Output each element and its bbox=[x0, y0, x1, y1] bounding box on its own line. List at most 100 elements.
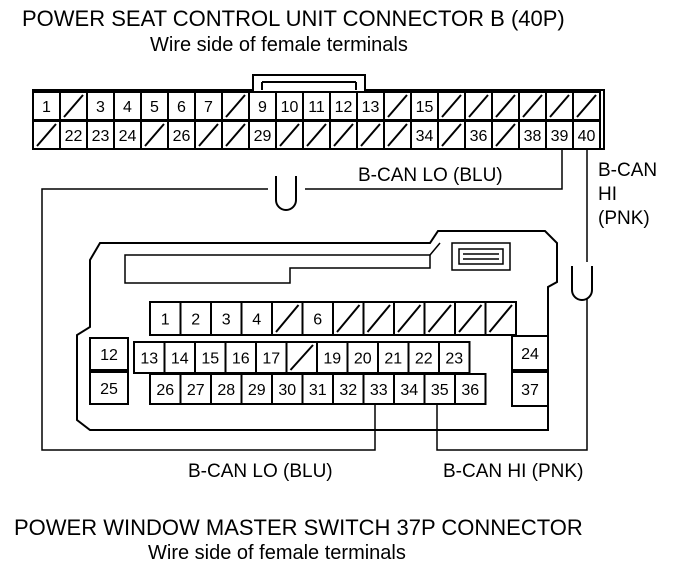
connector-b-top-cell bbox=[275, 91, 304, 121]
bcan-hi-label-bottom: B-CAN HI (PNK) bbox=[443, 461, 583, 482]
connector-b-bottom-pin-29: 29 bbox=[254, 128, 272, 145]
connector-37p-row2-cell bbox=[194, 341, 227, 374]
bcan-hi-wire-bottom bbox=[436, 298, 588, 451]
connector-b-bottom-cell bbox=[545, 120, 574, 150]
connector-b-top-pin-13: 13 bbox=[362, 99, 380, 116]
connector-b-subtitle: Wire side of female terminals bbox=[150, 34, 408, 56]
connector-37p-row1-unused-slash bbox=[336, 304, 361, 333]
connector-37p-row1-pin-3: 3 bbox=[222, 312, 231, 329]
connector-37p-row3-cell bbox=[301, 373, 334, 405]
connector-37p-side-pin-25: 25 bbox=[100, 381, 118, 398]
connector-37p-row2-pin-23: 23 bbox=[445, 351, 463, 368]
connector-37p-row1-unused-slash bbox=[397, 304, 422, 333]
connector-37p-row3-pin-35: 35 bbox=[431, 382, 449, 399]
connector-b-top-cell bbox=[194, 91, 223, 121]
connector-b-top-pin-3: 3 bbox=[96, 99, 105, 116]
connector-b-top-pin-11: 11 bbox=[308, 99, 325, 116]
connector-37p-side-pins: 12 25 24 37 bbox=[89, 335, 549, 407]
connector-37p-title: POWER WINDOW MASTER SWITCH 37P CONNECTOR bbox=[14, 515, 583, 540]
connector-b-top-pin-7: 7 bbox=[204, 99, 213, 116]
connector-b-bottom-pin-39: 39 bbox=[551, 128, 569, 145]
connector-b-bottom-pin-22: 22 bbox=[65, 128, 83, 145]
connector-b-bottom-unused-slash bbox=[495, 123, 516, 147]
connector-b-top-cell bbox=[86, 91, 115, 121]
connector-b-top-pin-15: 15 bbox=[416, 99, 434, 116]
connector-b-top-cell bbox=[356, 91, 385, 121]
connector-37p-row3-pin-34: 34 bbox=[400, 382, 418, 399]
connector-37p-row2-pin-14: 14 bbox=[171, 351, 189, 368]
connector-b-title: POWER SEAT CONTROL UNIT CONNECTOR B (40P… bbox=[22, 6, 565, 31]
connector-b-top-pin-6: 6 bbox=[177, 99, 186, 116]
connector-37p-row3-cell bbox=[423, 373, 456, 405]
connector-b-top-unused-slash bbox=[549, 94, 570, 118]
connector-37p-row2-cell bbox=[255, 341, 288, 374]
connector-37p-side-pin-37: 37 bbox=[521, 382, 539, 399]
connector-37p-side-pin-24: 24 bbox=[521, 346, 539, 363]
connector-37p-row2-pin-16: 16 bbox=[232, 351, 250, 368]
connector-37p-row1-pin-6: 6 bbox=[313, 312, 322, 329]
connector-37p-row3-cell bbox=[332, 373, 365, 405]
connector-b-bottom-unused-slash bbox=[387, 123, 408, 147]
connector-37p-row3-pin-28: 28 bbox=[217, 382, 235, 399]
connector-b-bottom-pin-24: 24 bbox=[119, 128, 137, 145]
connector-37p-row1-unused-slash bbox=[366, 304, 391, 333]
connector-37p-row2-pin-13: 13 bbox=[140, 351, 158, 368]
connector-37p-lock-tab bbox=[451, 242, 511, 271]
bcan-hi-label-3: (PNK) bbox=[598, 208, 650, 229]
connector-37p-row2-cell bbox=[407, 341, 440, 374]
connector-b-bottom-unused-slash bbox=[198, 123, 219, 147]
connector-37p-row1-cell bbox=[240, 301, 273, 336]
connector-b-top-unused-slash bbox=[522, 94, 543, 118]
connector-37p-row3-cell bbox=[240, 373, 273, 405]
connector-37p-row3-cell bbox=[393, 373, 426, 405]
connector-b-top-unused-slash bbox=[495, 94, 516, 118]
connector-37p-row3-pin-30: 30 bbox=[278, 382, 296, 399]
connector-37p-row3-pin-31: 31 bbox=[309, 382, 327, 399]
connector-b-top-cell bbox=[32, 91, 61, 121]
connector-37p-row2-pin-20: 20 bbox=[354, 351, 372, 368]
connector-b-top-pin-4: 4 bbox=[123, 99, 132, 116]
bcan-lo-label-top: B-CAN LO (BLU) bbox=[358, 165, 503, 186]
connector-37p-row3-cell bbox=[179, 373, 212, 405]
connector-37p-row1-unused-slash bbox=[458, 304, 483, 333]
connector-b-bottom-unused-slash bbox=[441, 123, 462, 147]
connector-37p-row1-pin-1: 1 bbox=[161, 312, 170, 329]
connector-b-bottom-pin-34: 34 bbox=[416, 128, 434, 145]
connector-37p-side-cell bbox=[89, 371, 129, 405]
connector-37p-row3-pin-27: 27 bbox=[187, 382, 205, 399]
connector-b-bottom-unused-slash bbox=[225, 123, 246, 147]
bcan-hi-label-1: B-CAN bbox=[598, 160, 657, 181]
bcan-hi-label-2: HI bbox=[598, 184, 617, 205]
connector-37p-row3-pin-26: 26 bbox=[156, 382, 174, 399]
connector-b-top-pin-9: 9 bbox=[258, 99, 267, 116]
connector-b-bottom-cell bbox=[167, 120, 196, 150]
connector-b-top-pin-1: 1 bbox=[42, 99, 51, 116]
connector-b-top-unused-slash bbox=[468, 94, 489, 118]
connector-b-bottom-cell bbox=[410, 120, 439, 150]
bcan-hi-splice-icon bbox=[571, 266, 593, 301]
connector-37p-row3-pin-32: 32 bbox=[339, 382, 357, 399]
connector-37p-subtitle: Wire side of female terminals bbox=[148, 542, 406, 564]
connector-37p-row3-pin-29: 29 bbox=[248, 382, 266, 399]
connector-b-bottom-pin-23: 23 bbox=[92, 128, 110, 145]
connector-b-top-pin-5: 5 bbox=[150, 99, 159, 116]
connector-37p-row1-cell bbox=[210, 301, 243, 336]
bcan-lo-wire-loop bbox=[41, 188, 376, 451]
connector-37p-side-pin-12: 12 bbox=[100, 347, 118, 364]
connector-b-bottom-unused-slash bbox=[333, 123, 354, 147]
connector-b-top-pin-10: 10 bbox=[281, 99, 299, 116]
connector-b-top-cell bbox=[329, 91, 358, 121]
connector-b-top-unused-slash bbox=[441, 94, 462, 118]
connector-b-top-unused-slash bbox=[387, 94, 408, 118]
connector-37p-row1-pin-4: 4 bbox=[252, 312, 261, 329]
connector-b-bottom-pin-26: 26 bbox=[173, 128, 191, 145]
connector-b-bottom-unused-slash bbox=[36, 123, 57, 147]
connector-37p-side-cell bbox=[511, 335, 549, 371]
connector-37p-row3-cell bbox=[454, 373, 487, 405]
